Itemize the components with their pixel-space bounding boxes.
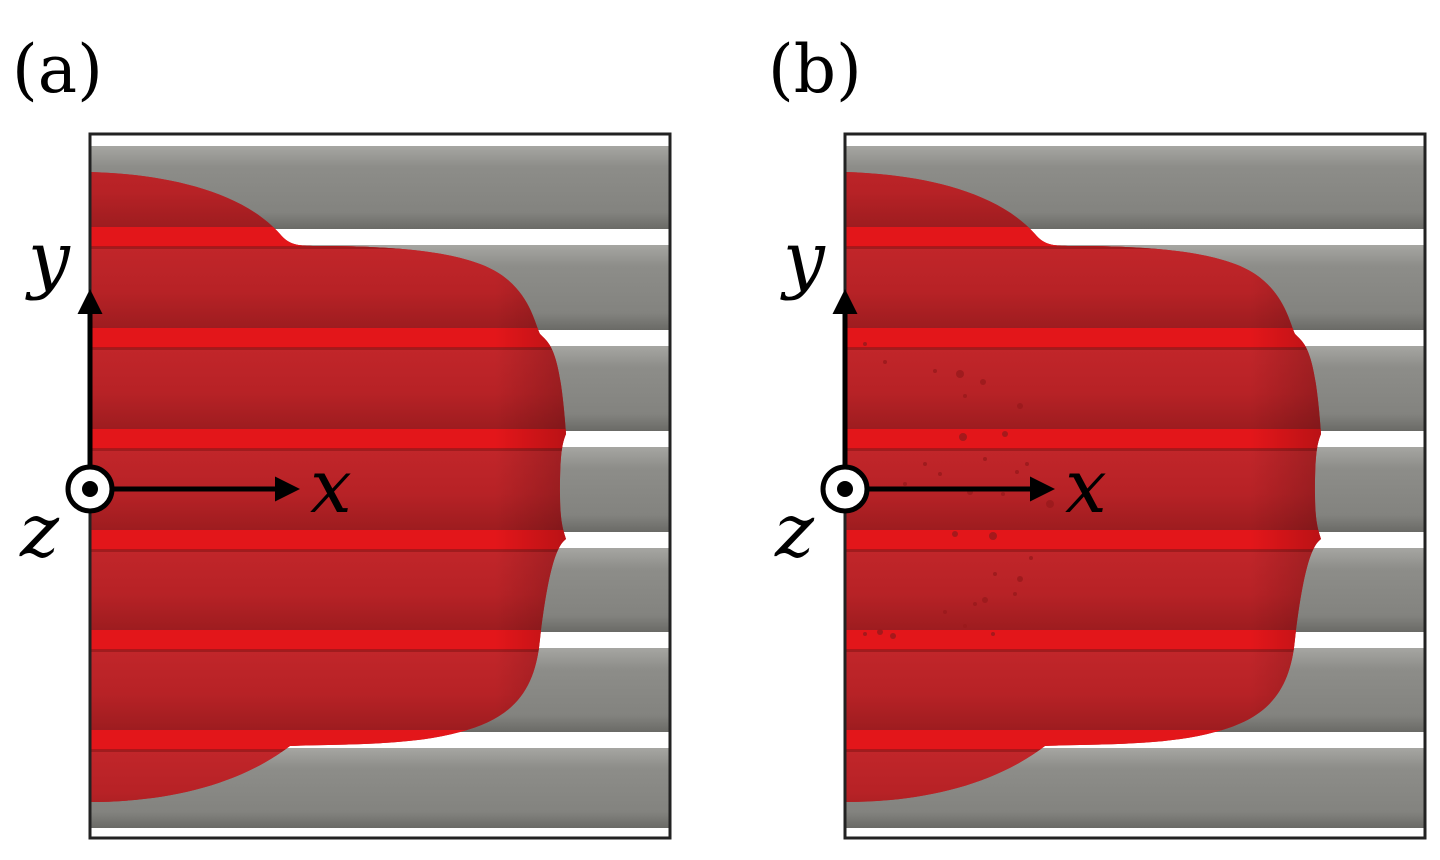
x-axis-label: x: [1065, 444, 1107, 530]
fluid-edge-shade: [845, 172, 1321, 802]
droplet: [1017, 576, 1023, 582]
droplet: [903, 482, 907, 486]
slot-gap: [572, 431, 670, 447]
slot-gap: [1327, 431, 1425, 447]
x-axis-label: x: [310, 444, 352, 530]
slot-gap: [1327, 532, 1425, 548]
droplet: [943, 610, 947, 614]
droplet: [963, 624, 967, 628]
droplet: [983, 457, 987, 461]
droplet: [938, 472, 942, 476]
z-axis-symbol-dot: [837, 481, 853, 497]
droplet: [952, 531, 958, 537]
droplet: [890, 633, 896, 639]
droplet: [1013, 592, 1017, 596]
droplet: [863, 342, 867, 346]
slot-gap: [1035, 229, 1425, 245]
z-axis-label: z: [774, 488, 815, 574]
droplet: [993, 572, 997, 576]
slot-gap: [1295, 632, 1425, 648]
y-axis-label: y: [780, 216, 826, 302]
z-axis-symbol-dot: [82, 481, 98, 497]
droplets: [863, 342, 1054, 639]
droplet: [980, 379, 986, 385]
droplet: [883, 360, 887, 364]
droplet: [982, 597, 988, 603]
panel-label-a: (a): [12, 31, 103, 108]
axes-indicator: y x z: [19, 216, 352, 574]
droplet: [1002, 431, 1008, 437]
droplet: [923, 462, 927, 466]
droplet: [991, 632, 995, 636]
droplet: [963, 394, 967, 398]
droplet: [877, 629, 883, 635]
axes-indicator: y x z: [774, 216, 1107, 574]
slot-gap: [1295, 330, 1425, 346]
slot-gap: [540, 632, 670, 648]
droplet: [973, 602, 977, 606]
droplet: [1046, 500, 1054, 508]
panel-a: y x z: [0, 132, 672, 840]
droplet: [1029, 556, 1033, 560]
droplet: [1001, 492, 1005, 496]
panel-b: y x z: [695, 132, 1427, 840]
z-axis-label: z: [19, 488, 60, 574]
droplet: [956, 370, 964, 378]
droplet: [933, 369, 937, 373]
slot-gap: [540, 330, 670, 346]
fluid-region: [695, 172, 1321, 802]
droplet: [1015, 470, 1019, 474]
panel-label-b: (b): [768, 31, 862, 108]
droplet: [1017, 403, 1023, 409]
droplet: [959, 433, 967, 441]
droplet: [989, 532, 997, 540]
fluid-edge-shade: [90, 172, 566, 802]
y-axis-label: y: [25, 216, 71, 302]
droplet: [863, 632, 867, 636]
slot-gap: [280, 229, 670, 245]
droplet: [1025, 462, 1029, 466]
slot-gap: [572, 532, 670, 548]
